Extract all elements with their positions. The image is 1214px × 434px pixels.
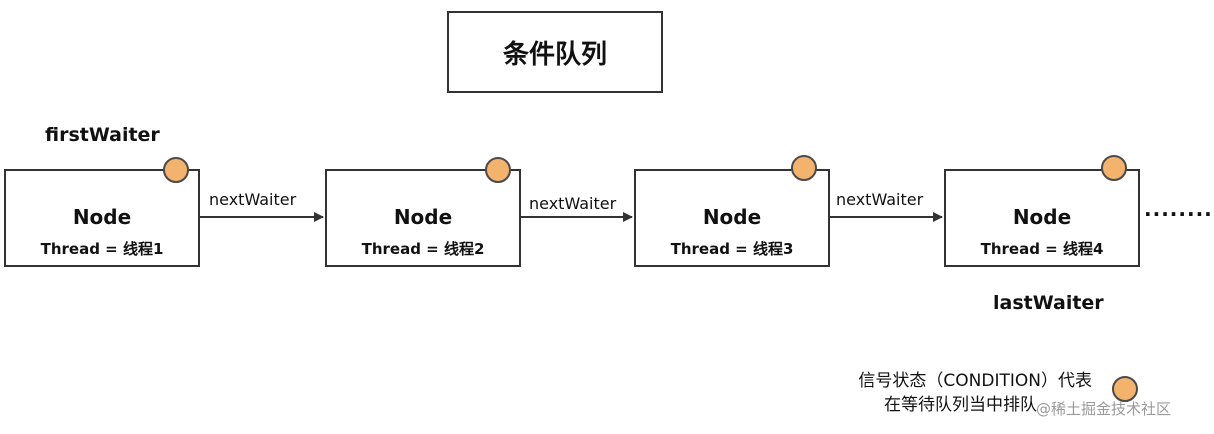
- node-thread: Thread = 线程1: [40, 240, 164, 258]
- node-1: Node Thread = 线程1: [4, 169, 200, 267]
- node-2: Node Thread = 线程2: [325, 169, 521, 267]
- status-dot-icon: [485, 157, 511, 183]
- node-title: Node: [1012, 205, 1072, 229]
- node-thread: Thread = 线程4: [980, 240, 1104, 258]
- continuation-ellipsis: ··········: [1144, 202, 1214, 226]
- watermark: @稀土掘金技术社区: [1036, 400, 1172, 418]
- legend-line-2: 在等待队列当中排队: [884, 395, 1037, 415]
- last-waiter-label: lastWaiter: [993, 292, 1104, 314]
- node-4: Node Thread = 线程4: [944, 169, 1140, 267]
- status-dot-icon: [163, 157, 189, 183]
- node-title: Node: [702, 205, 762, 229]
- link-label-1: nextWaiter: [209, 190, 297, 209]
- node-thread: Thread = 线程2: [361, 240, 485, 258]
- status-dot-icon: [791, 155, 817, 181]
- first-waiter-label: firstWaiter: [45, 124, 160, 146]
- legend-line-1: 信号状态（CONDITION）代表: [858, 371, 1092, 391]
- node-thread: Thread = 线程3: [670, 240, 794, 258]
- status-dot-icon: [1101, 155, 1127, 181]
- diagram-title: 条件队列: [447, 11, 663, 93]
- node-title: Node: [393, 205, 453, 229]
- node-3: Node Thread = 线程3: [634, 169, 830, 267]
- legend-status-dot-icon: [1112, 376, 1138, 402]
- legend-text: 信号状态（CONDITION）代表 在等待队列当中排队: [820, 369, 1092, 417]
- link-label-3: nextWaiter: [836, 190, 924, 209]
- node-title: Node: [72, 205, 132, 229]
- link-label-2: nextWaiter: [529, 194, 617, 213]
